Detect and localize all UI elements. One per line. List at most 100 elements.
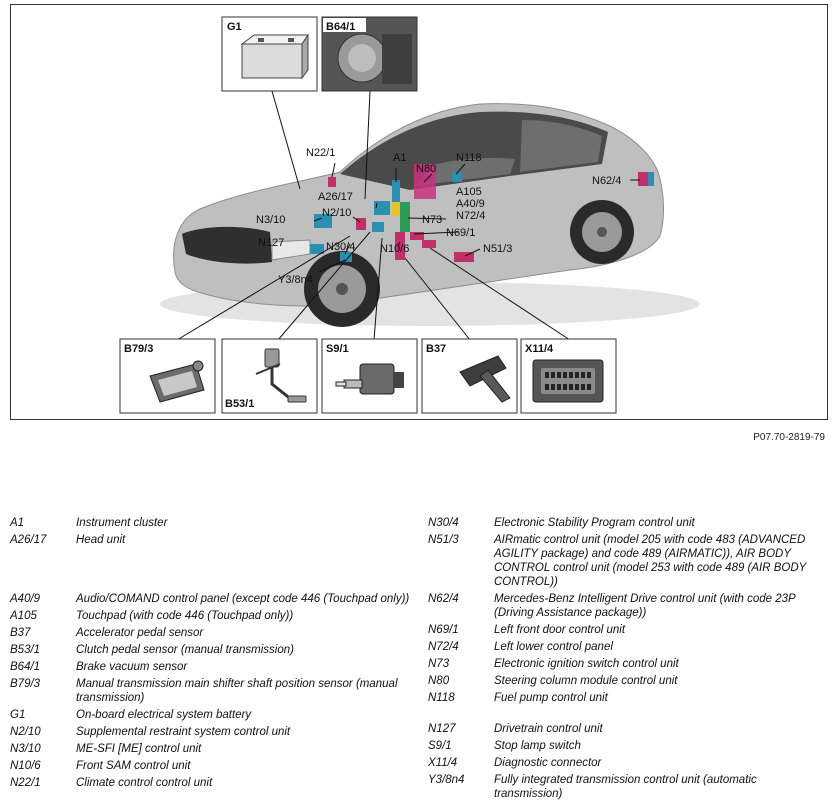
inset-label-b53-1: B53/1 — [225, 398, 254, 410]
legend-description: Diagnostic connector — [494, 757, 602, 769]
callout-n62-4: N62/4 — [592, 175, 621, 187]
legend-code: A26/17 — [10, 534, 47, 546]
component-markers — [310, 164, 654, 262]
legend-code: N69/1 — [428, 624, 459, 636]
legend-row: N30/4 Electronic Stability Program contro… — [428, 516, 828, 530]
legend-description: Fully integrated transmission control un… — [494, 774, 757, 800]
inset-label-s9-1: S9/1 — [326, 343, 349, 355]
brake-booster-icon — [337, 33, 412, 84]
inset-label-b79-3: B79/3 — [124, 343, 153, 355]
clutch-pedal-icon — [255, 348, 307, 403]
legend-description: Clutch pedal sensor (manual transmission… — [76, 644, 294, 656]
legend-row: N10/6 Front SAM control unit — [10, 759, 410, 773]
inset-b79-3: B79/3 — [119, 338, 216, 414]
legend-description: Manual transmission main shifter shaft p… — [76, 678, 398, 704]
legend-description: Instrument cluster — [76, 517, 168, 529]
legend-row: N72/4 Left lower control panel — [428, 640, 828, 654]
inset-b37: B37 — [421, 338, 518, 414]
legend-description: Audio/COMAND control panel (except code … — [76, 593, 410, 605]
figure-reference: P07.70-2819-79 — [753, 432, 825, 443]
legend-code: N2/10 — [10, 726, 41, 738]
inset-g1: G1 — [221, 16, 318, 92]
legend-row: N51/3 AIRmatic control unit (model 205 wi… — [428, 533, 828, 589]
legend-code: N22/1 — [10, 777, 41, 789]
callout-n73: N73 — [422, 214, 442, 226]
callout-n69-1: N69/1 — [446, 227, 475, 239]
callout-a40-9: A40/9 — [456, 198, 485, 210]
callout-n22-1: N22/1 — [306, 147, 335, 159]
legend-description: Brake vacuum sensor — [76, 661, 188, 673]
legend-description: Left front door control unit — [494, 624, 626, 636]
legend-description: Fuel pump control unit — [494, 692, 608, 704]
inset-b64-1: B64/1 — [321, 16, 418, 92]
callout-y3-8n4: Y3/8n4 — [278, 274, 313, 286]
inset-label-x11-4: X11/4 — [525, 343, 554, 355]
legend-row: A1 Instrument cluster — [10, 516, 410, 530]
legend-description: Touchpad (with code 446 (Touchpad only)) — [76, 610, 294, 622]
inset-label-b64-1: B64/1 — [326, 21, 355, 33]
leader-lines — [176, 90, 640, 341]
callout-n118: N118 — [456, 152, 481, 164]
legend-description: Stop lamp switch — [494, 740, 581, 752]
legend-code: A40/9 — [10, 593, 41, 605]
legend-code: A1 — [10, 517, 25, 529]
legend-description: ME-SFI [ME] control unit — [76, 743, 202, 755]
callout-n72-4: N72/4 — [456, 210, 485, 222]
legend-row: N127 Drivetrain control unit — [428, 722, 828, 736]
legend-code: Y3/8n4 — [428, 774, 465, 786]
legend-code: N62/4 — [428, 593, 459, 605]
legend-row: Y3/8n4 Fully integrated transmission cont… — [428, 773, 828, 801]
legend-column-right: N30/4 Electronic Stability Program contro… — [428, 516, 828, 804]
legend-description: Steering column module control unit — [494, 675, 678, 687]
shifter-sensor-icon — [149, 360, 205, 403]
diagnostic-connector-icon — [532, 359, 604, 403]
legend-row: X11/4 Diagnostic connector — [428, 756, 828, 770]
callout-labels: N22/1 A1 N80 N118 N62/4 A26/17 A105 A40/… — [256, 147, 621, 286]
inset-label-g1: G1 — [227, 21, 242, 33]
legend-description: Head unit — [76, 534, 126, 546]
inset-label-b37: B37 — [426, 343, 446, 355]
car-illustration — [160, 103, 700, 327]
legend-row: N80 Steering column module control unit — [428, 674, 828, 688]
legend-code: N10/6 — [10, 760, 41, 772]
battery-icon — [240, 33, 309, 80]
legend-description: AIRmatic control unit (model 205 with co… — [494, 534, 807, 588]
legend-row: N69/1 Left front door control unit — [428, 623, 828, 637]
callout-n127: N127 — [258, 237, 284, 249]
legend-description: Left lower control panel — [494, 641, 613, 653]
legend-code: A105 — [10, 610, 37, 622]
legend-code: N51/3 — [428, 534, 459, 546]
callout-n51-3: N51/3 — [483, 243, 512, 255]
legend-code: N80 — [428, 675, 450, 687]
legend-code: N30/4 — [428, 517, 459, 529]
callout-n10-6: N10/6 — [380, 243, 409, 255]
legend-description: Electronic Stability Program control uni… — [494, 517, 695, 529]
legend-description: Drivetrain control unit — [494, 723, 603, 735]
legend-description: Electronic ignition switch control unit — [494, 658, 679, 670]
legend-code: N127 — [428, 723, 456, 735]
callout-a1: A1 — [393, 152, 406, 164]
inset-s9-1: S9/1 — [321, 338, 418, 414]
legend-code: N72/4 — [428, 641, 459, 653]
callout-a26-17: A26/17 — [318, 191, 353, 203]
callout-n2-10: N2/10 — [322, 207, 351, 219]
callout-n3-10: N3/10 — [256, 214, 285, 226]
legend-row: A40/9 Audio/COMAND control panel (except … — [10, 592, 410, 606]
callout-n30-4: N30/4 — [326, 241, 355, 253]
legend-description: Front SAM control unit — [76, 760, 191, 772]
accelerator-pedal-icon — [459, 355, 511, 403]
inset-x11-4: X11/4 — [520, 338, 617, 414]
legend-code: X11/4 — [428, 757, 458, 769]
legend-description: Accelerator pedal sensor — [76, 627, 204, 639]
callout-n80: N80 — [416, 163, 436, 175]
legend-row: N62/4 Mercedes-Benz Intelligent Drive con… — [428, 592, 828, 620]
legend-description: Mercedes-Benz Intelligent Drive control … — [494, 593, 796, 619]
